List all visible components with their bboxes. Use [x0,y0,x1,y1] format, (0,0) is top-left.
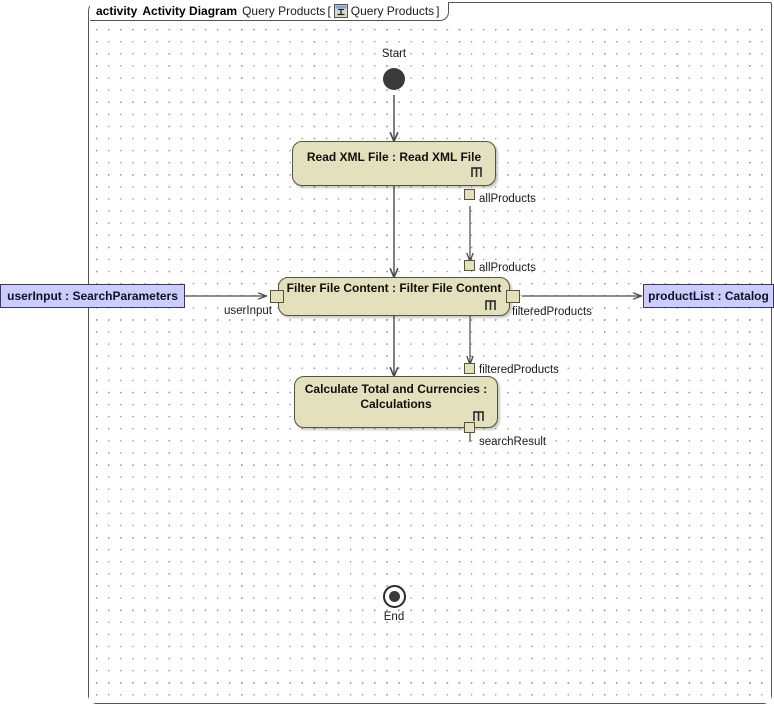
action-read-xml-file[interactable]: Read XML File : Read XML File [292,141,496,186]
pin-label-filter-in-allproducts: allProducts [479,262,536,274]
frame-keyword: activity [96,4,138,18]
pin-filter-in-allproducts[interactable] [464,260,475,271]
pin-read-xml-out-allproducts[interactable] [464,189,475,200]
pin-label-read-xml-out-allproducts: allProducts [479,193,536,205]
frame-scoped-name: Query Products [350,4,435,18]
pin-calc-in-filteredproducts[interactable] [464,363,475,374]
start-node-caption: Start [381,48,407,60]
pin-label-filter-in-userinput: userInput [224,305,272,317]
pin-filter-out-filteredproducts[interactable] [506,290,520,303]
diagram-grid-background [89,22,771,703]
frame-bracket-open: [ [327,4,331,18]
action-filter-file-content-label: Filter File Content : Filter File Conten… [286,281,502,295]
end-node-caption: End [383,611,405,623]
rake-icon [472,410,485,423]
pin-label-calc-out-searchresult: searchResult [479,436,547,448]
activity-diagram-icon [333,4,348,18]
object-node-user-input-label: userInput : SearchParameters [7,289,178,303]
pin-calc-out-searchresult[interactable] [464,422,475,433]
object-node-user-input[interactable]: userInput : SearchParameters [0,284,185,308]
rake-icon [470,166,483,179]
object-node-product-list-label: productList : Catalog [648,289,769,303]
initial-node-icon[interactable] [383,68,405,90]
action-filter-file-content[interactable]: Filter File Content : Filter File Conten… [278,277,510,316]
frame-diagram-name: Query Products [242,4,326,18]
object-node-product-list[interactable]: productList : Catalog [643,284,774,308]
action-calculate-total-and-currencies-label: Calculate Total and Currencies : Calcula… [304,382,488,411]
final-node-icon[interactable] [383,585,406,608]
rake-icon [484,299,497,312]
pin-label-filter-out-filteredproducts: filteredProducts [512,306,592,318]
pin-label-calc-in-filteredproducts: filteredProducts [479,364,559,376]
frame-bracket-close: ] [436,4,440,18]
frame-title-tab[interactable]: activity Activity Diagram Query Products… [90,2,449,21]
action-calculate-total-and-currencies[interactable]: Calculate Total and Currencies : Calcula… [294,376,498,428]
frame-type-label: Activity Diagram [142,4,238,18]
pin-filter-in-userinput[interactable] [270,290,284,303]
action-read-xml-file-label: Read XML File : Read XML File [306,150,482,164]
